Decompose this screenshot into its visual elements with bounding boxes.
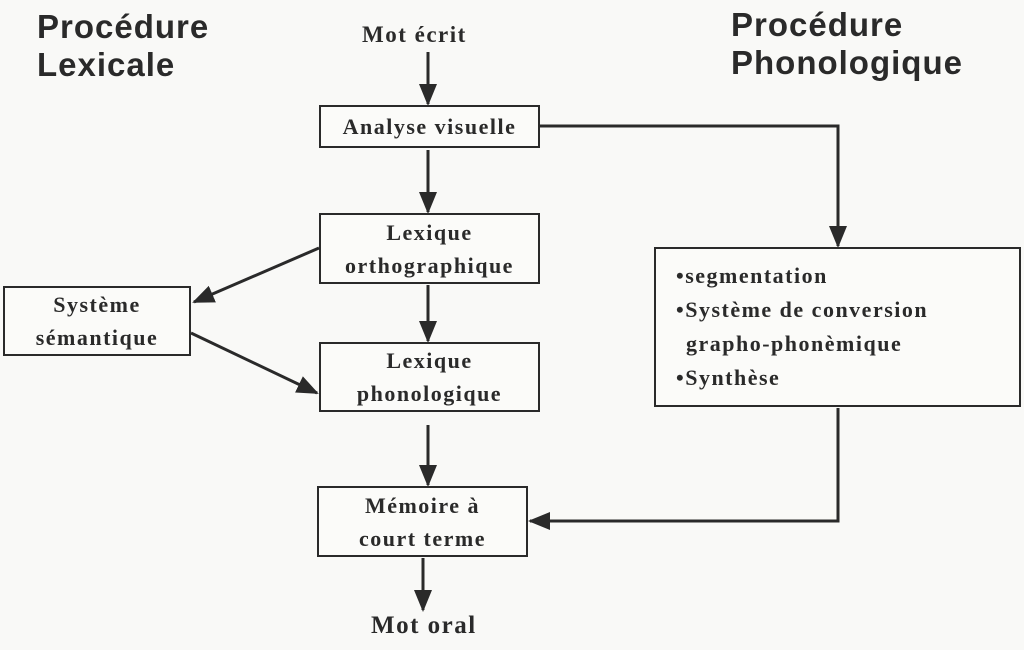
arrow-lexique-ortho-to-semantique xyxy=(192,246,320,304)
list-item: •Synthèse xyxy=(676,365,781,390)
title-line: Procédure xyxy=(37,8,210,45)
list-item: grapho-phonèmique xyxy=(686,331,903,356)
box-text: Lexique xyxy=(386,348,473,373)
arrow-phonologique-to-memoire xyxy=(528,408,840,530)
box-text: Analyse visuelle xyxy=(342,114,517,139)
box-text: Lexique xyxy=(386,219,473,245)
box-lexique-orthographique: Lexique orthographique xyxy=(319,213,540,284)
arrow-semantique-to-lexique-phono xyxy=(190,331,319,395)
input-label-mot-ecrit: Mot écrit xyxy=(362,22,467,47)
box-lexique-phonologique: Lexique phonologique xyxy=(319,342,540,412)
title-line: Procédure xyxy=(731,6,904,43)
box-analyse-visuelle: Analyse visuelle xyxy=(319,105,540,148)
box-procedure-phonologique: •segmentation •Système de conversion gra… xyxy=(654,247,1021,407)
output-label-mot-oral: Mot oral xyxy=(371,612,477,639)
box-systeme-semantique: Système sémantique xyxy=(3,286,191,356)
title-procedure-phonologique: Procédure Phonologique xyxy=(731,6,963,82)
box-text: phonologique xyxy=(356,381,503,406)
list-item: •segmentation xyxy=(676,263,828,288)
title-procedure-lexicale: Procédure Lexicale xyxy=(37,8,209,84)
box-text: Système xyxy=(53,292,141,317)
box-text: sémantique xyxy=(35,325,159,350)
box-text: orthographique xyxy=(345,252,514,278)
box-text: Mémoire à xyxy=(364,492,481,518)
list-item: •Système de conversion xyxy=(676,297,929,322)
title-line: Lexicale xyxy=(37,46,176,83)
arrow-analyse-to-phonologique xyxy=(540,124,847,248)
box-memoire-court-terme: Mémoire à court terme xyxy=(317,486,528,557)
box-text: court terme xyxy=(358,525,487,551)
title-line: Phonologique xyxy=(731,44,963,81)
